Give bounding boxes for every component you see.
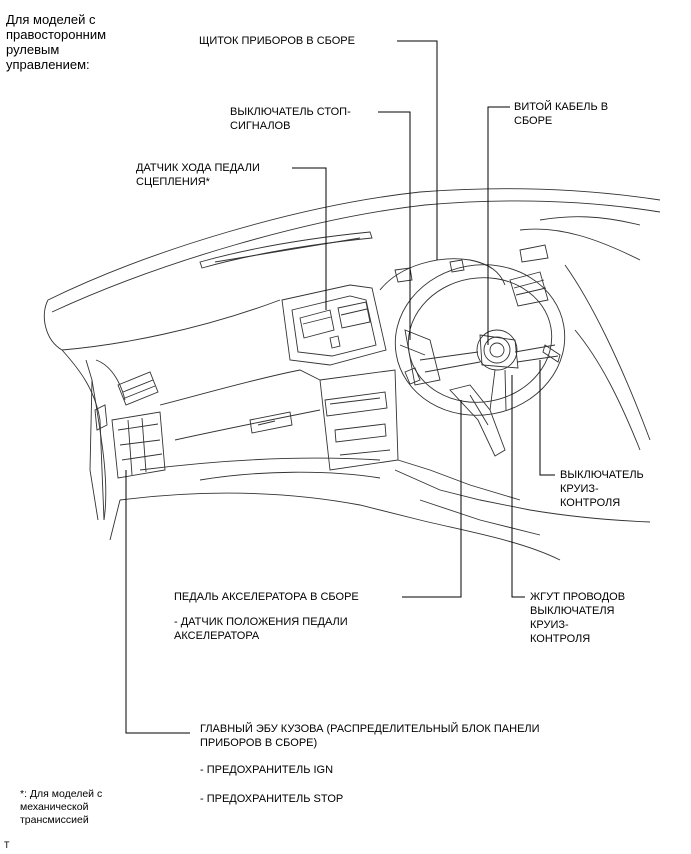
leader-cruise-harness xyxy=(511,375,525,598)
label-clutch-sensor: ДАТЧИК ХОДА ПЕДАЛИ СЦЕПЛЕНИЯ* xyxy=(136,162,260,188)
corner-mark: T xyxy=(4,840,10,850)
label-spiral-cable: ВИТОЙ КАБЕЛЬ В СБОРЕ xyxy=(514,101,609,127)
label-accel-pedal: ПЕДАЛЬ АКСЕЛЕРАТОРА В СБОРЕ xyxy=(174,591,359,603)
leader-lines xyxy=(125,40,555,734)
label-main-body-ecu: ГЛАВНЫЙ ЭБУ КУЗОВА (РАСПРЕДЕЛИТЕЛЬНЫЙ БЛ… xyxy=(200,723,540,749)
label-fuse-stop: - ПРЕДОХРАНИТЕЛЬ STOP xyxy=(200,793,344,805)
leader-instrument-cluster xyxy=(397,40,438,260)
label-cruise-harness: ЖГУТ ПРОВОДОВ ВЫКЛЮЧАТЕЛЯ КРУИЗ- КОНТРОЛ… xyxy=(530,591,626,645)
leader-accel-pedal xyxy=(402,400,462,598)
leader-cruise-switch xyxy=(539,360,555,476)
label-instrument-cluster: ЩИТОК ПРИБОРОВ В СБОРЕ xyxy=(199,35,355,47)
dashboard-drawing xyxy=(43,188,661,561)
leader-spiral-cable xyxy=(487,106,510,345)
label-cruise-switch: ВЫКЛЮЧАТЕЛЬ КРУИЗ- КОНТРОЛЯ xyxy=(560,469,644,509)
header-note: Для моделей с правосторонним рулевым упр… xyxy=(6,12,107,72)
label-fuse-ign: - ПРЕДОХРАНИТЕЛЬ IGN xyxy=(200,764,334,776)
label-stop-light-switch: ВЫКЛЮЧАТЕЛЬ СТОП- СИГНАЛОВ xyxy=(230,106,351,132)
leader-clutch-sensor xyxy=(292,167,327,310)
leader-stop-light-switch xyxy=(378,111,411,340)
leader-main-body-ecu xyxy=(125,470,190,734)
footnote: *: Для моделей с механической трансмисси… xyxy=(20,788,103,826)
label-accel-sensor: - ДАТЧИК ПОЛОЖЕНИЯ ПЕДАЛИ АКСЕЛЕРАТОРА xyxy=(174,616,348,642)
